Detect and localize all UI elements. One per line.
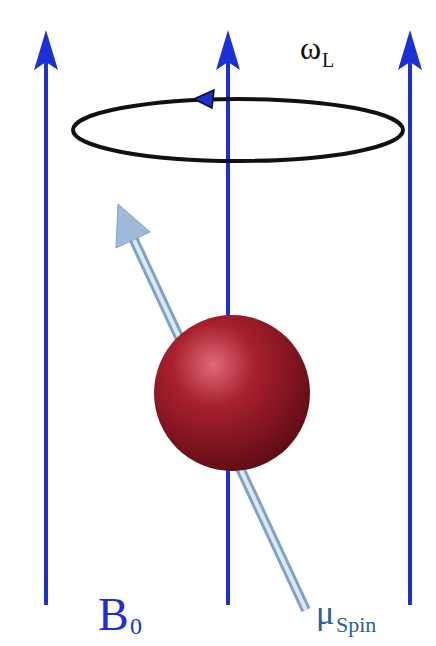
field-line: [408, 60, 412, 605]
moment-symbol: μ: [316, 596, 334, 630]
field-lines: [34, 30, 422, 605]
omega-symbol: ω: [300, 32, 321, 64]
moment-subscript: Spin: [336, 614, 376, 636]
spin-arrowhead: [116, 204, 150, 248]
arrow-head: [34, 30, 58, 70]
nucleus-sphere: [154, 315, 310, 471]
field-symbol: B: [98, 592, 129, 638]
precession-ellipse: [73, 99, 403, 161]
arrow-head: [398, 30, 422, 70]
field-line: [44, 60, 48, 605]
arrow-head: [216, 30, 240, 70]
precession-arrowhead: [194, 90, 214, 108]
field-subscript: 0: [130, 614, 142, 638]
omega-subscript: L: [322, 50, 334, 70]
